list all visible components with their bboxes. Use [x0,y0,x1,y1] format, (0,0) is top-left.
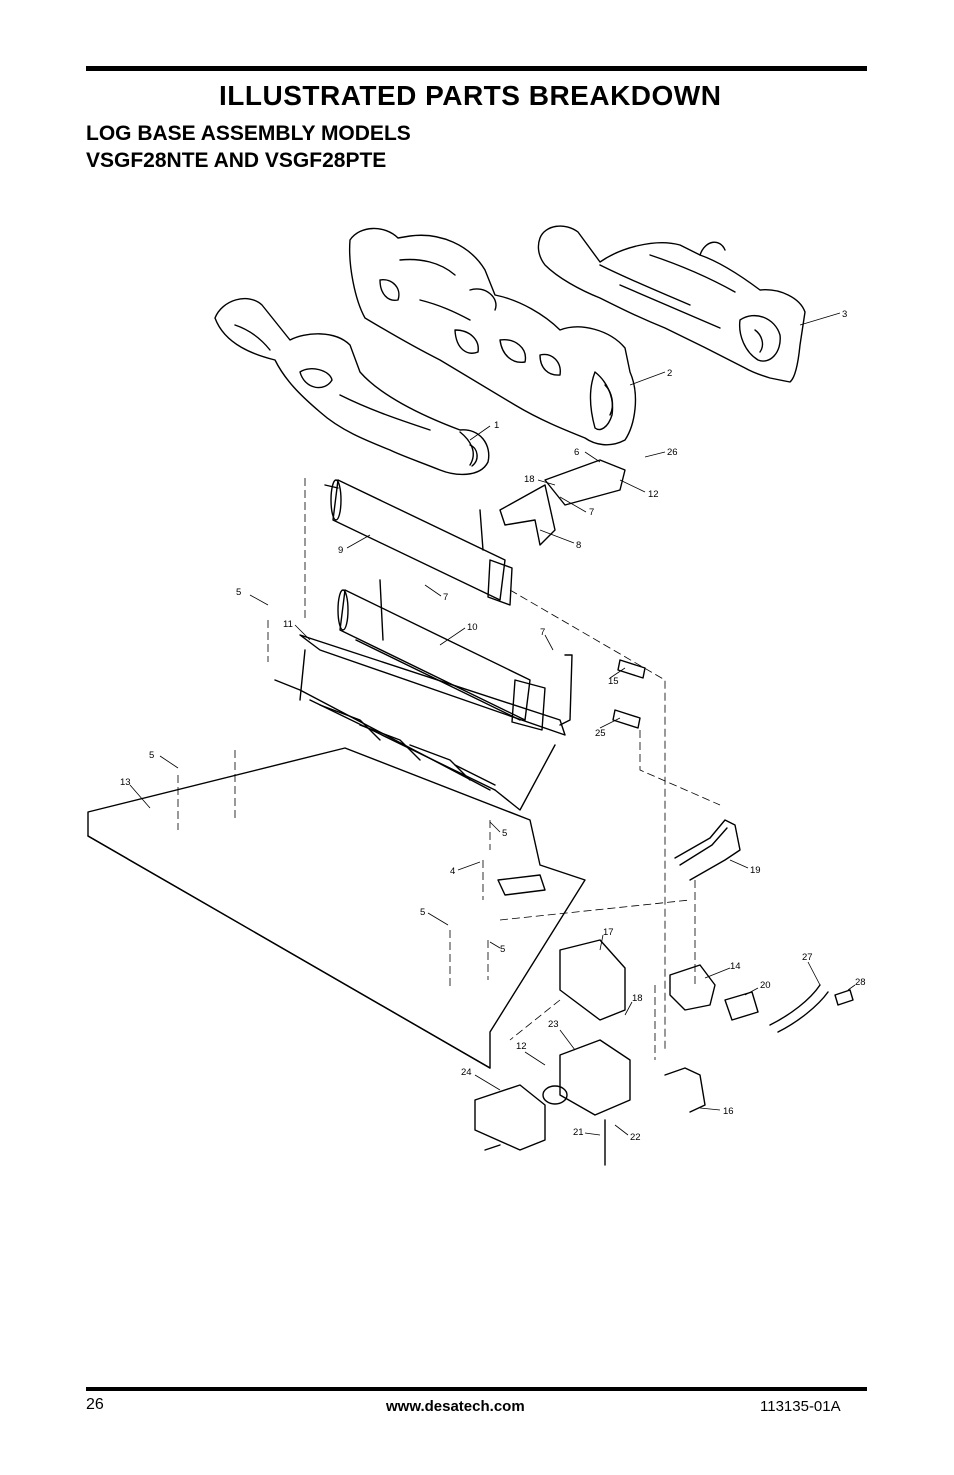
callout-5c: 5 [502,828,507,839]
callout-4: 4 [450,866,455,877]
section-subtitle: LOG BASE ASSEMBLY MODELS VSGF28NTE AND V… [86,120,411,174]
tube-16-drawing [664,1067,706,1113]
bracket-24-drawing [474,1084,546,1151]
callout-28: 28 [855,977,866,988]
grate-11-drawing [274,634,566,811]
callout-17: 17 [603,927,614,938]
callout-7a: 7 [589,507,594,518]
callout-21: 21 [573,1127,584,1138]
callout-5e: 5 [500,944,505,955]
callout-5a: 5 [236,587,241,598]
callout-12b: 12 [516,1041,527,1052]
callout-11: 11 [283,619,293,630]
fittings-drawing [612,659,646,729]
callout-19: 19 [750,865,761,876]
callout-15: 15 [608,676,619,687]
callout-18b: 18 [632,993,643,1004]
tube-19-drawing [674,819,741,881]
website-link[interactable]: www.desatech.com [386,1398,525,1415]
callout-13: 13 [120,777,131,788]
page-title: ILLUSTRATED PARTS BREAKDOWN [219,80,722,111]
callout-20: 20 [760,980,771,991]
callout-8: 8 [576,540,581,551]
subtitle-line-1: LOG BASE ASSEMBLY MODELS [86,122,411,145]
bracket-17-drawing [559,939,626,1021]
callout-7c: 7 [540,627,545,638]
callout-23: 23 [548,1019,559,1030]
callout-27: 27 [802,952,813,963]
callout-24: 24 [461,1067,472,1078]
callout-2: 2 [667,368,672,379]
callout-9: 9 [338,545,343,556]
callout-labels: 1 2 3 6 26 18 12 7 8 9 5 7 11 10 7 15 25… [120,309,866,1143]
callout-14: 14 [730,961,741,972]
callout-25: 25 [595,728,606,739]
base-13-drawing [87,747,586,1069]
callout-5b: 5 [149,750,154,761]
burner-10-drawing [337,579,573,731]
page-number: 26 [86,1396,104,1413]
log-2-drawing [348,227,637,446]
callout-22: 22 [630,1132,641,1143]
callout-26: 26 [667,447,678,458]
log-3-drawing [537,225,806,383]
callout-6: 6 [574,447,579,458]
callout-16: 16 [723,1106,734,1117]
callout-1: 1 [494,420,499,431]
pilot-assembly-drawing [499,459,626,546]
subtitle-line-2: VSGF28NTE AND VSGF28PTE [86,149,387,172]
callout-12a: 12 [648,489,659,500]
document-code: 113135-01A [760,1398,841,1415]
log-1-drawing [214,297,490,476]
callout-10: 10 [467,622,478,633]
regulator-14-drawing [669,964,854,1033]
bottom-rule [86,1387,867,1391]
top-rule [86,66,867,71]
callout-18a: 18 [524,474,535,485]
valve-23-drawing [542,1039,631,1116]
burner-9-drawing [324,479,513,606]
callout-7b: 7 [443,592,448,603]
callout-3: 3 [842,309,847,320]
callout-5d: 5 [420,907,425,918]
